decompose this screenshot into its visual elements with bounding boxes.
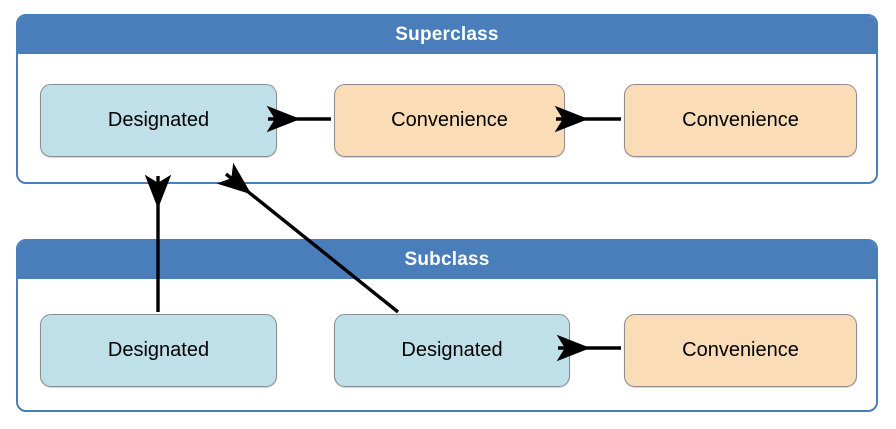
superclass-header: Superclass [18, 16, 876, 54]
superclass-header-label: Superclass [395, 24, 499, 45]
subclass-designated-box-2[interactable]: Designated [334, 314, 570, 387]
subclass-designated-box-1[interactable]: Designated [40, 314, 277, 387]
superclass-designated-box[interactable]: Designated [40, 84, 277, 157]
subclass-header-label: Subclass [404, 249, 490, 270]
subclass-container: Subclass Designated Designated Convenien… [16, 239, 878, 412]
superclass-designated-label: Designated [107, 109, 210, 131]
subclass-convenience-label: Convenience [682, 339, 799, 361]
subclass-designated-label-1: Designated [107, 339, 210, 361]
subclass-designated-label-2: Designated [401, 339, 503, 361]
superclass-convenience-box-2[interactable]: Convenience [624, 84, 857, 157]
superclass-convenience-box-1[interactable]: Convenience [334, 84, 565, 157]
superclass-convenience-label-1: Convenience [391, 109, 508, 131]
superclass-convenience-label-2: Convenience [682, 109, 799, 131]
subclass-convenience-box[interactable]: Convenience [624, 314, 857, 387]
subclass-header: Subclass [18, 241, 876, 279]
superclass-container: Superclass Designated Convenience Conven… [16, 14, 878, 184]
